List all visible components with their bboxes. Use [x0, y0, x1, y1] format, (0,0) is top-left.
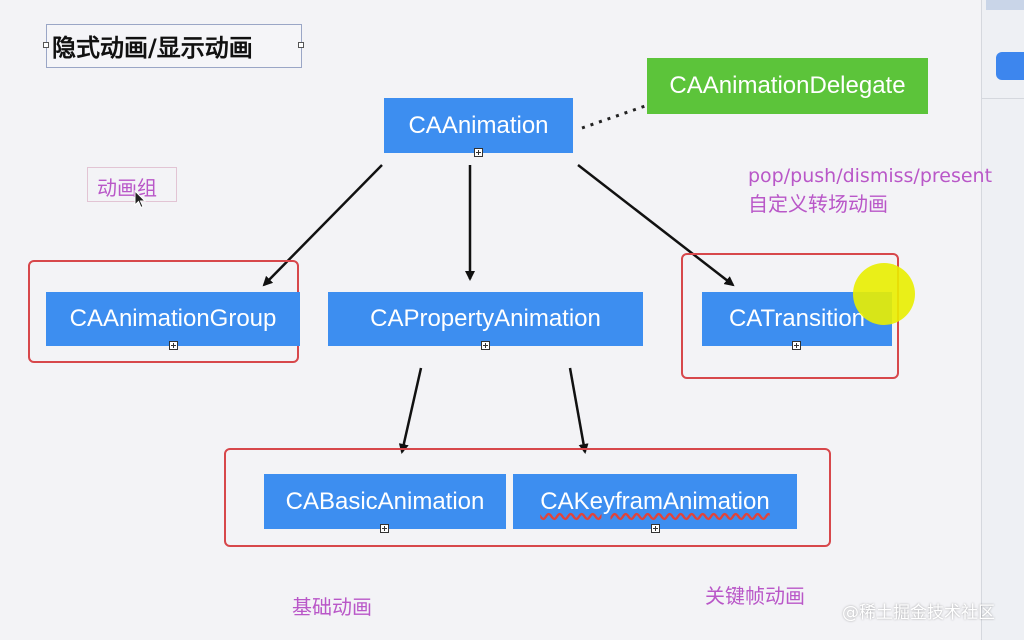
group-label-frame	[87, 167, 177, 202]
node-catransition[interactable]: CATransition	[702, 292, 892, 346]
node-caanimation-label: CAAnimation	[408, 111, 549, 139]
node-cabasicanimation[interactable]: CABasicAnimation	[264, 474, 506, 529]
arrow-to-keyframe	[568, 367, 589, 454]
arrow-to-group	[262, 164, 383, 287]
annotation-group: 动画组	[97, 176, 157, 200]
expand-icon[interactable]	[169, 341, 178, 350]
annotation-basic: 基础动画	[292, 595, 372, 619]
side-panel-button[interactable]	[996, 52, 1024, 80]
dotted-link-delegate	[581, 103, 649, 130]
node-catransition-label: CATransition	[728, 305, 866, 332]
arrow-to-transition	[577, 164, 735, 287]
page-title: 隐式动画/显示动画	[52, 34, 253, 62]
annotation-keyframe: 关键帧动画	[705, 584, 805, 608]
node-cakeyframanimation[interactable]: CAKeyframAnimation	[513, 474, 797, 529]
resize-handle-right[interactable]	[298, 42, 304, 48]
side-panel	[981, 0, 1024, 640]
cursor-icon	[134, 190, 147, 209]
node-cakeyframanimation-label: CAKeyframAnimation	[540, 487, 770, 515]
expand-icon[interactable]	[481, 341, 490, 350]
expand-icon[interactable]	[651, 524, 660, 533]
watermark: @稀土掘金技术社区	[842, 603, 995, 623]
node-caanimationdelegate[interactable]: CAAnimationDelegate	[647, 58, 928, 114]
pointer-highlight	[853, 263, 915, 325]
expand-icon[interactable]	[380, 524, 389, 533]
annotation-transition-types: pop/push/dismiss/present	[748, 165, 993, 187]
side-panel-divider	[981, 98, 1024, 99]
node-caanimationgroup-label: CAAnimationGroup	[69, 305, 277, 332]
node-cabasicanimation-label: CABasicAnimation	[285, 487, 485, 515]
node-capropertyanimation[interactable]: CAPropertyAnimation	[328, 292, 643, 346]
annotation-transition-custom: 自定义转场动画	[748, 192, 888, 216]
expand-icon[interactable]	[792, 341, 801, 350]
side-panel-top	[986, 0, 1024, 10]
node-caanimationdelegate-label: CAAnimationDelegate	[669, 72, 906, 99]
node-caanimationgroup[interactable]: CAAnimationGroup	[46, 292, 300, 346]
expand-icon[interactable]	[474, 148, 483, 157]
node-capropertyanimation-label: CAPropertyAnimation	[370, 305, 601, 332]
frame-basic-keyframe	[224, 448, 831, 547]
node-caanimation[interactable]: CAAnimation	[384, 98, 573, 153]
arrow-to-basic	[398, 367, 423, 454]
resize-handle-left[interactable]	[43, 42, 49, 48]
